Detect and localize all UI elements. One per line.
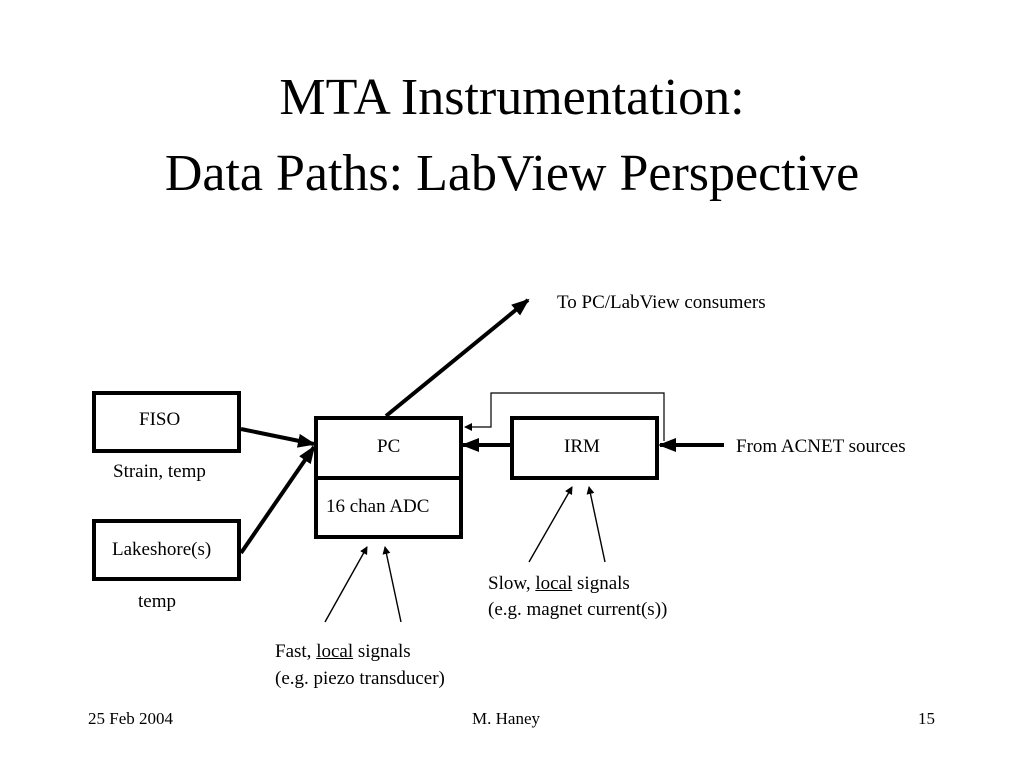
lakeshore-subtitle: temp (138, 591, 176, 612)
irm-box (510, 416, 659, 480)
lakeshore-label: Lakeshore(s) (112, 539, 212, 560)
fiso-subtitle: Strain, temp (113, 461, 206, 482)
acnet-sources-label: From ACNET sources (736, 436, 906, 457)
fast-signals-local: local (316, 641, 354, 662)
slide-title-line-2: Data Paths: LabView Perspective (164, 145, 860, 202)
slow-signal-pointer-right (586, 486, 606, 563)
fast-signals-suffix: signals (353, 641, 411, 662)
slow-signals-prefix: Slow, (488, 573, 536, 594)
irm-feedback-loop-arrow (464, 392, 665, 441)
pc-to-consumers-arrow (384, 298, 530, 418)
irm-label: IRM (564, 436, 600, 457)
slow-signals-suffix: signals (572, 573, 630, 594)
fast-signals-prefix: Fast, (275, 641, 317, 662)
fiso-box (92, 391, 241, 453)
slide-title-line-1: MTA Instrumentation: (279, 69, 745, 126)
footer-date: 25 Feb 2004 (88, 709, 173, 728)
fiso-to-pc-arrow (240, 427, 316, 448)
pc-label: PC (377, 436, 401, 457)
adc-label: 16 chan ADC (326, 496, 430, 517)
footer-page-number: 15 (918, 709, 935, 728)
slow-signals-label: Slow, local signals (488, 572, 630, 596)
consumers-label: To PC/LabView consumers (557, 292, 766, 313)
lakeshore-to-pc-arrow (239, 445, 316, 555)
fast-signal-pointer-left (324, 546, 368, 623)
footer-author: M. Haney (472, 709, 540, 728)
fast-signals-label: Fast, local signals (275, 640, 411, 664)
slow-signals-local: local (535, 573, 573, 594)
fast-signal-pointer-right (382, 546, 402, 623)
lakeshore-box (92, 519, 241, 581)
slow-signal-pointer-left (528, 486, 573, 563)
fiso-label: FISO (139, 409, 181, 430)
adc-box (314, 476, 463, 539)
slow-signals-example: (e.g. magnet current(s)) (488, 599, 668, 620)
fast-signals-example: (e.g. piezo transducer) (275, 668, 445, 689)
